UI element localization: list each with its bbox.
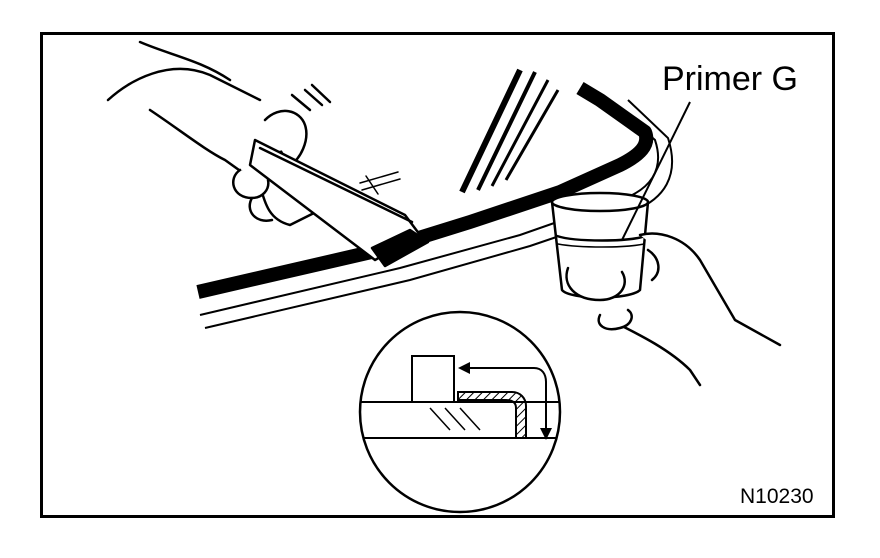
primer-g-label: Primer G [662, 60, 798, 98]
magnifier-detail-icon [358, 310, 562, 514]
figure-id: N10230 [740, 485, 814, 508]
hand-brush-icon [106, 40, 430, 268]
hand-cup-icon [550, 191, 782, 387]
callout-leader-line [621, 101, 691, 241]
